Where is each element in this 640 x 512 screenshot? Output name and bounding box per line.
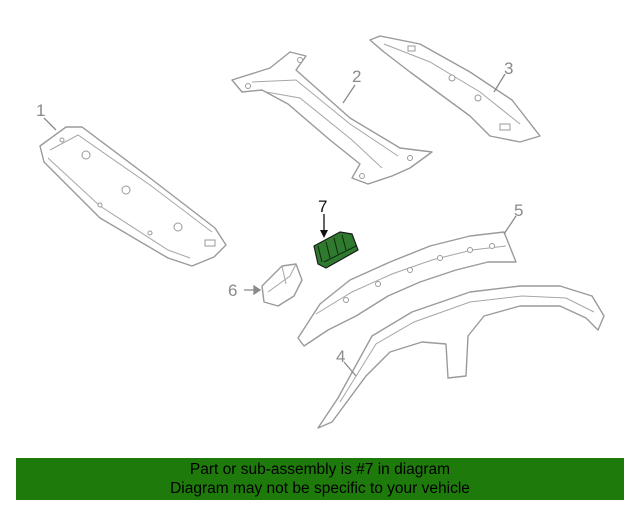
- banner-line-1: Part or sub-assembly is #7 in diagram: [189, 461, 451, 478]
- callout-3: 3: [504, 59, 513, 78]
- callout-6: 6: [228, 281, 237, 300]
- callout-1: 1: [36, 101, 45, 120]
- part-1-front-header: [39, 126, 227, 267]
- part-6-bracket: [261, 263, 303, 307]
- leader-lines: [43, 73, 517, 377]
- part-4-side-rail: [317, 285, 605, 429]
- part-5-inner-panel: [297, 231, 517, 347]
- callout-7: 7: [318, 197, 327, 216]
- info-banner: Part or sub-assembly is #7 in diagram Di…: [16, 458, 624, 500]
- callout-2: 2: [352, 67, 361, 86]
- part-2-roof-bow: [231, 51, 433, 185]
- callout-4: 4: [336, 347, 345, 366]
- banner-line-2: Diagram may not be specific to your vehi…: [170, 480, 470, 497]
- part-7-highlighted[interactable]: [313, 231, 359, 269]
- callout-5: 5: [514, 201, 523, 220]
- part-3-rear-header: [369, 35, 541, 143]
